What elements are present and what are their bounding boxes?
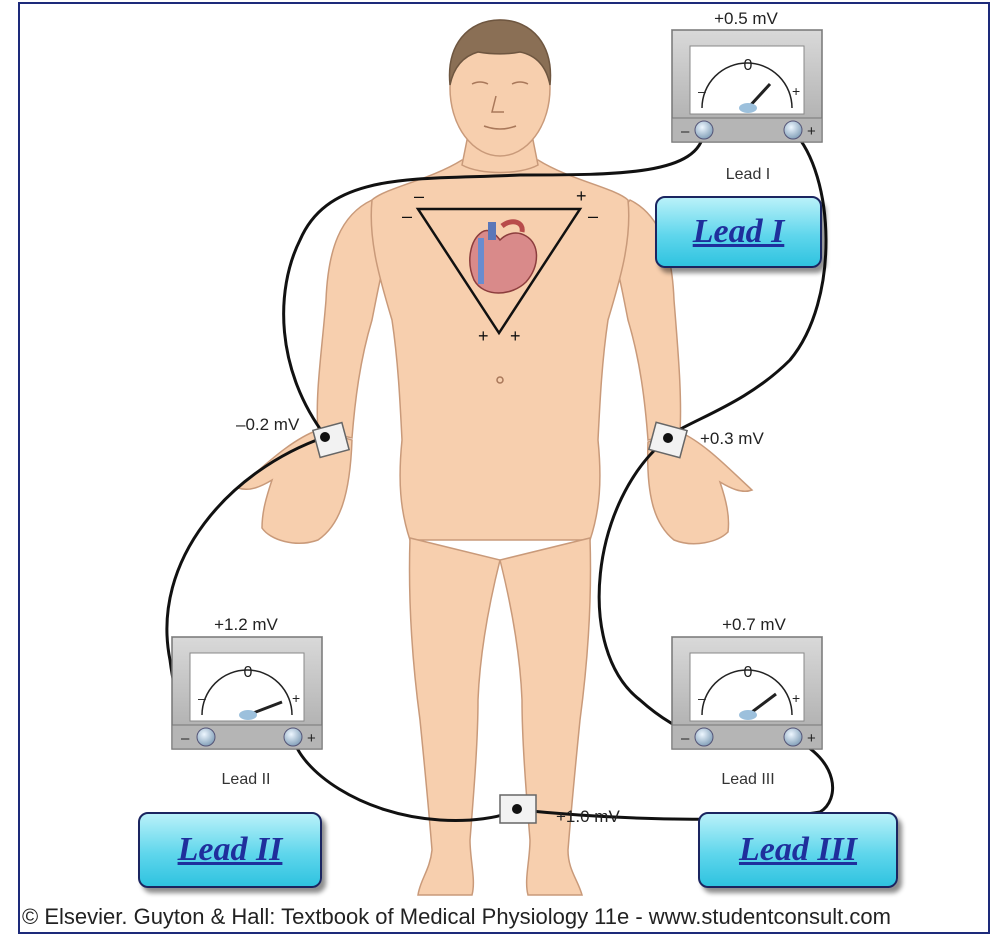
wire-lead2-plus xyxy=(293,737,516,821)
lead3-reading: +0.7 mV xyxy=(722,615,786,634)
svg-text:–: – xyxy=(698,83,706,99)
lead1-name: Lead I xyxy=(726,166,770,183)
svg-text:+: + xyxy=(807,730,816,747)
lead-iii-button-label: Lead III xyxy=(739,831,857,869)
meter-lead1: +0.5 mV 0 – + – + Lead I xyxy=(672,9,822,183)
svg-text:–: – xyxy=(198,690,206,706)
lead3-terminal-minus xyxy=(695,728,713,746)
right-arm-voltage: –0.2 mV xyxy=(236,415,300,434)
svg-text:–: – xyxy=(698,690,706,706)
copyright-credit: © Elsevier. Guyton & Hall: Textbook of M… xyxy=(22,904,992,930)
left-arm-voltage: +0.3 mV xyxy=(700,429,764,448)
svg-text:+: + xyxy=(292,690,300,706)
svg-text:–: – xyxy=(414,186,424,206)
lead2-terminal-minus xyxy=(197,728,215,746)
svg-text:+: + xyxy=(510,326,521,346)
lead2-reading: +1.2 mV xyxy=(214,615,278,634)
left-leg-voltage: +1.0 mV xyxy=(556,807,620,826)
svg-text:+: + xyxy=(807,123,816,140)
svg-text:0: 0 xyxy=(744,57,753,74)
svg-text:+: + xyxy=(478,326,489,346)
meter-lead2: +1.2 mV 0 – + – + Lead II xyxy=(172,615,322,788)
svg-text:–: – xyxy=(588,206,598,226)
svg-text:+: + xyxy=(792,83,800,99)
svg-text:+: + xyxy=(576,186,587,206)
lead1-terminal-minus xyxy=(695,121,713,139)
lead1-terminal-plus xyxy=(784,121,802,139)
electrode-left-leg xyxy=(500,795,536,823)
human-body xyxy=(238,20,752,895)
lead-ii-button[interactable]: Lead II xyxy=(138,812,322,888)
svg-text:–: – xyxy=(681,123,690,140)
lead-i-button[interactable]: Lead I xyxy=(655,196,822,268)
lead-i-button-label: Lead I xyxy=(693,213,785,251)
svg-text:–: – xyxy=(402,206,412,226)
lead-ii-button-label: Lead II xyxy=(178,831,283,869)
lead3-name: Lead III xyxy=(721,771,774,788)
lead2-name: Lead II xyxy=(222,771,271,788)
svg-text:–: – xyxy=(181,730,190,747)
right-leg xyxy=(409,538,500,895)
lead3-terminal-plus xyxy=(784,728,802,746)
svg-text:0: 0 xyxy=(744,664,753,681)
svg-text:0: 0 xyxy=(244,664,253,681)
svg-text:–: – xyxy=(681,730,690,747)
lead-iii-button[interactable]: Lead III xyxy=(698,812,898,888)
left-leg xyxy=(500,538,591,895)
lead1-reading: +0.5 mV xyxy=(714,9,778,28)
svg-text:+: + xyxy=(792,690,800,706)
meter-lead3: +0.7 mV 0 – + – + Lead III xyxy=(672,615,822,788)
svg-text:+: + xyxy=(307,730,316,747)
lead2-terminal-plus xyxy=(284,728,302,746)
